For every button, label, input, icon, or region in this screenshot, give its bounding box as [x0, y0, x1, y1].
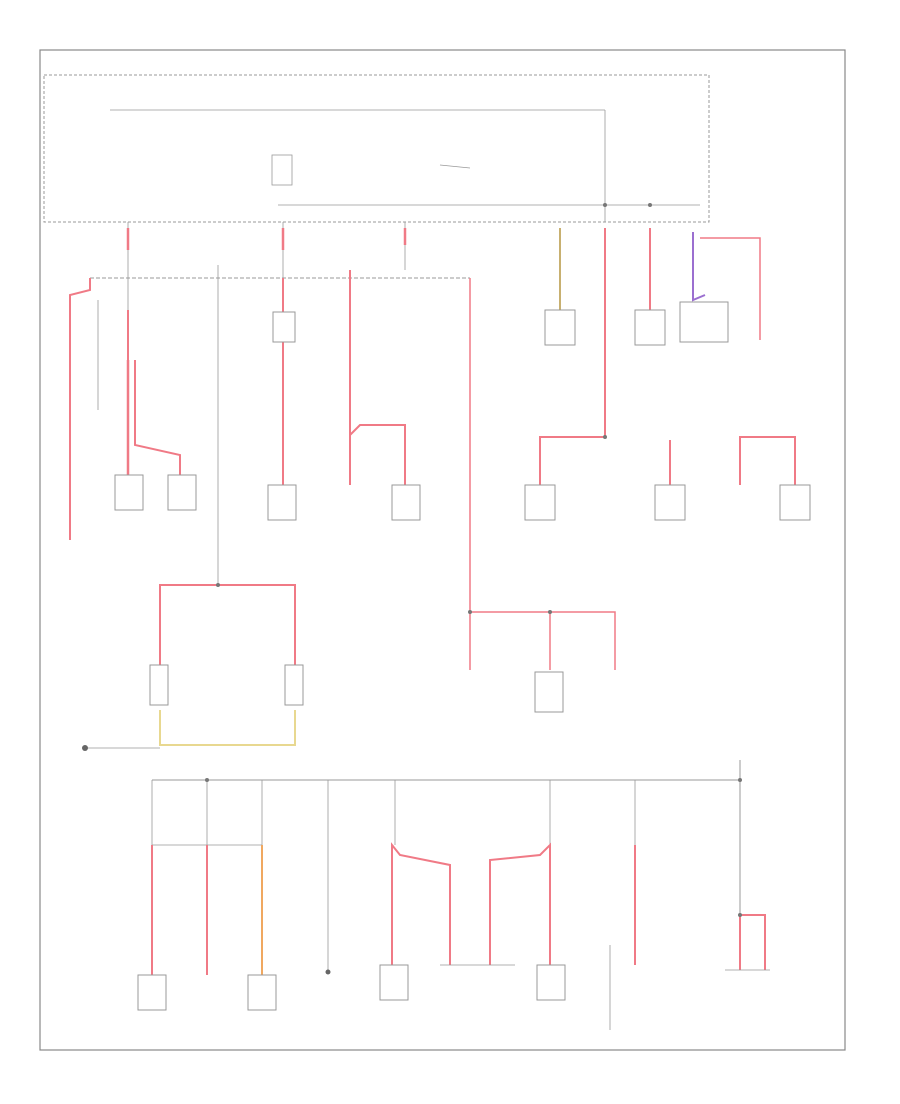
wire-branch-2-red: [159, 584, 296, 680]
wire-branch-1-b: [134, 360, 181, 475]
module-lower-3: [247, 974, 277, 1011]
module-lower-1: [137, 974, 167, 1011]
splice-points: [205, 203, 742, 917]
switch-symbol: [439, 164, 471, 169]
diagram-border: [39, 49, 846, 1051]
ground-point: [82, 745, 88, 751]
wire-lower-4: [391, 842, 451, 975]
module-center-1: [391, 484, 421, 521]
fuse-feeds: [127, 222, 406, 278]
module-left-1: [114, 474, 144, 511]
module-lower-4: [379, 964, 409, 1001]
wire-right-5: [739, 436, 796, 485]
relay-symbol: [271, 154, 293, 186]
wire-lower-7: [740, 914, 766, 970]
relay-branch-3: [272, 311, 296, 343]
fuse-stubs: [126, 228, 407, 250]
module-right-lower-3: [779, 484, 811, 521]
lower-drops: [151, 780, 636, 970]
fuse-box-outline: [43, 74, 710, 223]
module-lower-5: [536, 964, 566, 1001]
wire-branch-4-b: [349, 424, 406, 485]
module-left-2: [167, 474, 197, 511]
wire-branch-5-b: [470, 611, 616, 670]
wire-right-main-b: [539, 436, 605, 485]
wire-ground-yellow: [159, 710, 296, 746]
wire-left-return: [69, 278, 91, 540]
ground-lower: [325, 969, 331, 975]
component-lower-left: [149, 664, 169, 706]
wire-right-3: [700, 237, 761, 340]
component-lower-right: [284, 664, 304, 706]
wire-violet: [692, 232, 706, 302]
module-center-left: [267, 484, 297, 521]
wire-lower-5: [489, 842, 551, 965]
module-right-lower-1: [524, 484, 556, 521]
module-center-lower: [534, 671, 564, 713]
module-right-2: [634, 309, 666, 346]
module-right-lower-2: [654, 484, 686, 521]
module-right-1: [544, 309, 576, 346]
module-right-3: [679, 301, 729, 343]
